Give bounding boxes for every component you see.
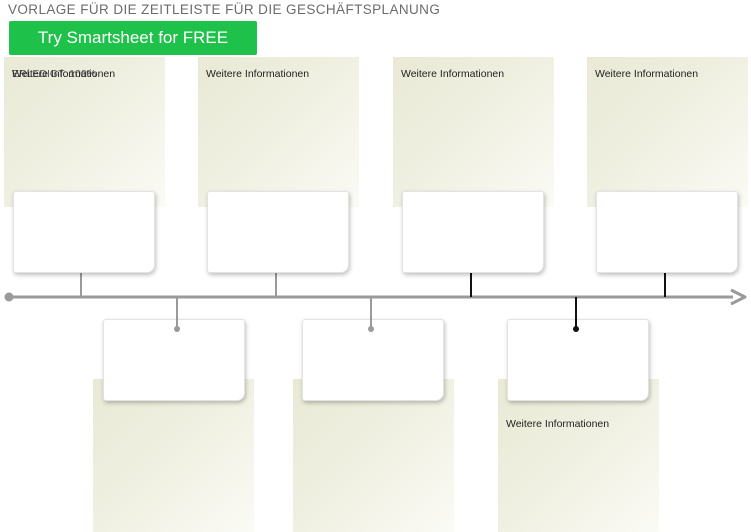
milestone-card-top-2 — [207, 191, 349, 273]
try-smartsheet-button[interactable]: Try Smartsheet for FREE — [9, 21, 257, 55]
milestone-card-top-3 — [402, 191, 544, 273]
bottom-note-1 — [93, 379, 254, 532]
milestone-card-top-1 — [13, 191, 155, 273]
milestone-card-bottom-1 — [103, 319, 245, 401]
top-note-3: Weitere Informationen — [393, 57, 554, 207]
top-note-2: Weitere Informationen — [198, 57, 359, 207]
top-note-1-label: Weitere Informationen — [12, 68, 116, 80]
milestone-card-bottom-3 — [507, 319, 649, 401]
milestone-card-bottom-2 — [302, 319, 444, 401]
timeline-start-dot — [4, 292, 14, 302]
top-note-4-label: Weitere Informationen — [595, 68, 699, 80]
milestone-card-top-4 — [596, 191, 738, 273]
bottom-note-3-label: Weitere Informationen — [506, 418, 610, 430]
timeline-arrow-head — [730, 288, 747, 306]
bottom-note-3: Weitere Informationen — [498, 379, 659, 532]
top-note-2-label: Weitere Informationen — [206, 68, 310, 80]
bottom-note-2 — [293, 379, 454, 532]
top-note-4: Weitere Informationen — [587, 57, 748, 207]
page-title: VORLAGE FÜR DIE ZEITLEISTE FÜR DIE GESCH… — [8, 2, 441, 17]
top-note-1-overlap-label: ERLEDIGT: 100% — [12, 68, 97, 80]
top-note-1: ERLEDIGT: 100% Weitere Informationen — [4, 57, 165, 207]
top-note-3-label: Weitere Informationen — [401, 68, 505, 80]
